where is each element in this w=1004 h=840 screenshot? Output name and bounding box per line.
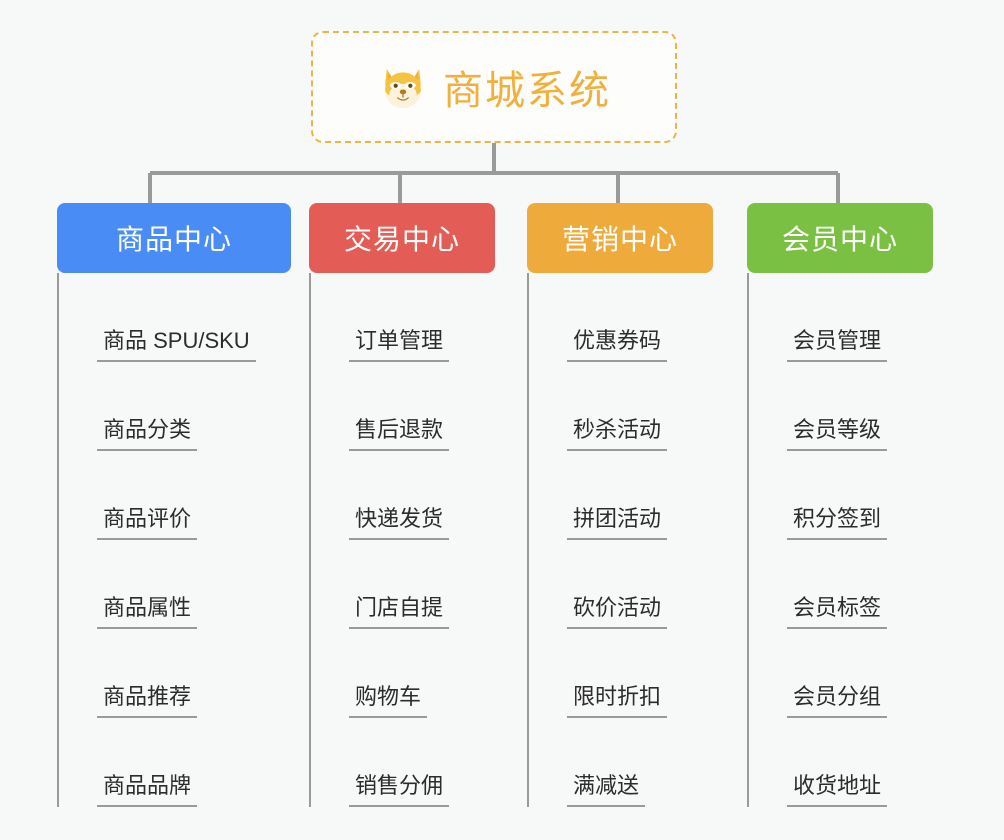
leaf-item[interactable]: 限时折扣: [527, 629, 713, 718]
branch-column-1: 商品中心 商品 SPU/SKU 商品分类 商品评价 商品属性 商品推荐 商品品牌: [57, 203, 291, 807]
leaf-list: 优惠券码 秒杀活动 拼团活动 砍价活动 限时折扣 满减送: [527, 273, 713, 807]
leaf-item[interactable]: 快递发货: [309, 451, 495, 540]
leaf-item[interactable]: 商品推荐: [57, 629, 291, 718]
leaf-item[interactable]: 优惠券码: [527, 273, 713, 362]
leaf-label: 收货地址: [787, 768, 888, 807]
root-node[interactable]: 商城系统: [311, 31, 677, 143]
leaf-item[interactable]: 销售分佣: [309, 718, 495, 807]
leaf-label: 会员标签: [787, 590, 888, 629]
leaf-item[interactable]: 收货地址: [747, 718, 933, 807]
leaf-item[interactable]: 会员标签: [747, 540, 933, 629]
leaf-item[interactable]: 会员管理: [747, 273, 933, 362]
leaf-label: 会员管理: [787, 323, 888, 362]
leaf-label: 商品分类: [97, 412, 198, 451]
leaf-label: 商品推荐: [97, 679, 198, 718]
category-box-会员中心[interactable]: 会员中心: [747, 203, 933, 273]
leaf-spine: [747, 273, 749, 807]
leaf-label: 砍价活动: [567, 590, 668, 629]
leaf-item[interactable]: 会员等级: [747, 362, 933, 451]
leaf-item[interactable]: 商品评价: [57, 451, 291, 540]
leaf-label: 快递发货: [349, 501, 450, 540]
leaf-label: 购物车: [349, 679, 428, 718]
leaf-label: 会员分组: [787, 679, 888, 718]
leaf-label: 会员等级: [787, 412, 888, 451]
category-label: 商品中心: [115, 224, 232, 255]
leaf-item[interactable]: 商品属性: [57, 540, 291, 629]
leaf-item[interactable]: 拼团活动: [527, 451, 713, 540]
leaf-label: 销售分佣: [349, 768, 450, 807]
category-label: 营销中心: [561, 224, 678, 255]
leaf-label: 满减送: [567, 768, 646, 807]
category-label: 会员中心: [781, 224, 898, 255]
dog-face-icon: [377, 61, 429, 113]
leaf-item[interactable]: 秒杀活动: [527, 362, 713, 451]
leaf-label: 商品属性: [97, 590, 198, 629]
category-box-营销中心[interactable]: 营销中心: [527, 203, 713, 273]
leaf-label: 售后退款: [349, 412, 450, 451]
leaf-item[interactable]: 会员分组: [747, 629, 933, 718]
leaf-item[interactable]: 商品分类: [57, 362, 291, 451]
leaf-list: 订单管理 售后退款 快递发货 门店自提 购物车 销售分佣: [309, 273, 495, 807]
branch-column-2: 交易中心 订单管理 售后退款 快递发货 门店自提 购物车 销售分佣: [309, 203, 495, 807]
leaf-item[interactable]: 砍价活动: [527, 540, 713, 629]
leaf-item[interactable]: 积分签到: [747, 451, 933, 540]
leaf-spine: [57, 273, 59, 807]
category-label: 交易中心: [343, 224, 460, 255]
category-box-商品中心[interactable]: 商品中心: [57, 203, 291, 273]
leaf-item[interactable]: 满减送: [527, 718, 713, 807]
leaf-spine: [309, 273, 311, 807]
leaf-label: 商品品牌: [97, 768, 198, 807]
leaf-label: 限时折扣: [567, 679, 668, 718]
leaf-label: 商品评价: [97, 501, 198, 540]
leaf-label: 积分签到: [787, 501, 888, 540]
leaf-item[interactable]: 购物车: [309, 629, 495, 718]
leaf-label: 优惠券码: [567, 323, 668, 362]
leaf-list: 会员管理 会员等级 积分签到 会员标签 会员分组 收货地址: [747, 273, 933, 807]
leaf-item[interactable]: 订单管理: [309, 273, 495, 362]
branch-column-4: 会员中心 会员管理 会员等级 积分签到 会员标签 会员分组 收货地址: [747, 203, 933, 807]
leaf-item[interactable]: 门店自提: [309, 540, 495, 629]
category-box-交易中心[interactable]: 交易中心: [309, 203, 495, 273]
leaf-label: 秒杀活动: [567, 412, 668, 451]
leaf-label: 拼团活动: [567, 501, 668, 540]
leaf-item[interactable]: 售后退款: [309, 362, 495, 451]
leaf-label: 订单管理: [349, 323, 450, 362]
branch-column-3: 营销中心 优惠券码 秒杀活动 拼团活动 砍价活动 限时折扣 满减送: [527, 203, 713, 807]
leaf-spine: [527, 273, 529, 807]
leaf-list: 商品 SPU/SKU 商品分类 商品评价 商品属性 商品推荐 商品品牌: [57, 273, 291, 807]
leaf-label: 门店自提: [349, 590, 450, 629]
leaf-label: 商品 SPU/SKU: [97, 323, 256, 362]
leaf-item[interactable]: 商品 SPU/SKU: [57, 273, 291, 362]
leaf-item[interactable]: 商品品牌: [57, 718, 291, 807]
root-title: 商城系统: [443, 69, 611, 113]
